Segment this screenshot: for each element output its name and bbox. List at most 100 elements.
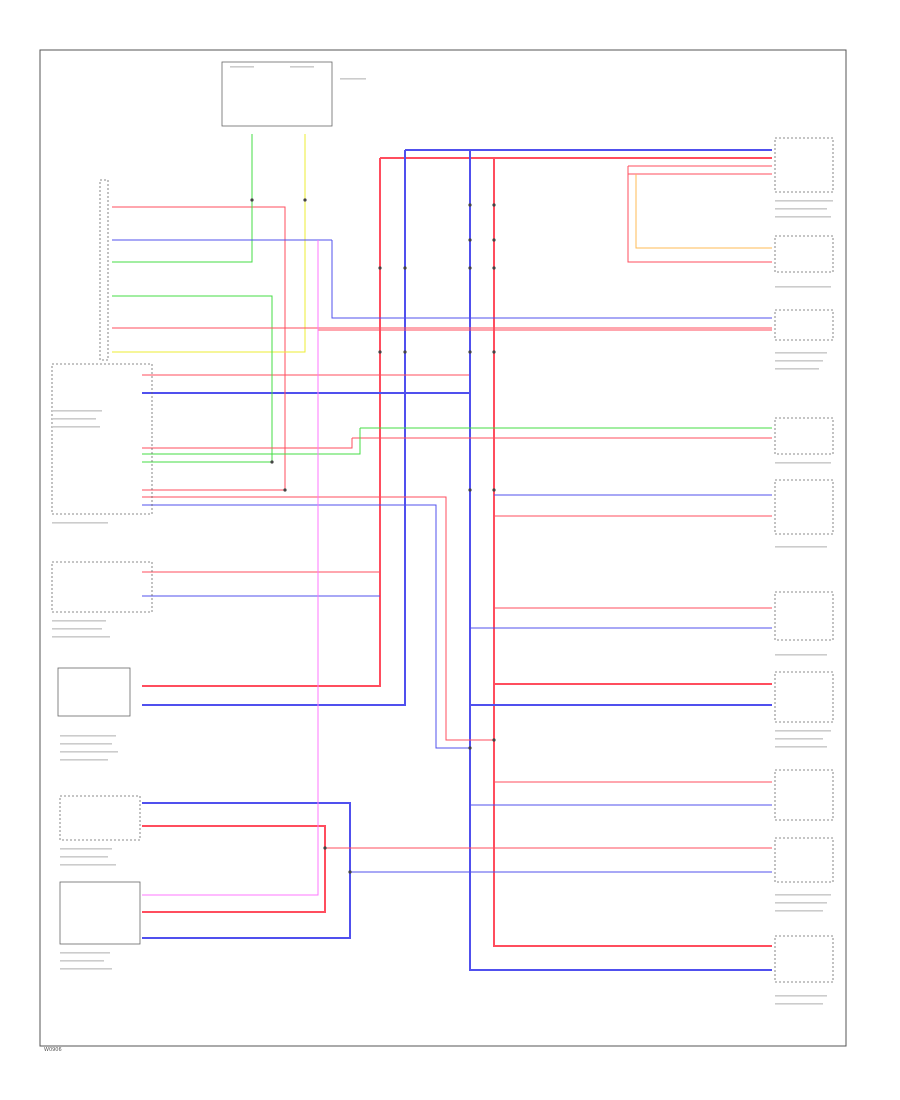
right-connector-7 <box>774 671 834 723</box>
fine-print-line <box>340 78 366 80</box>
junction-dot <box>492 488 496 492</box>
wire-dlc-h <box>317 255 772 331</box>
junction-dot <box>250 198 254 202</box>
fine-print-line <box>52 522 108 524</box>
fine-print-line <box>52 410 102 412</box>
wire-tcm-loop-o <box>635 174 772 249</box>
steering-angle-sensor <box>51 363 153 515</box>
junction-dot <box>270 460 274 464</box>
junction-dot <box>403 266 407 270</box>
right-connector-4 <box>774 417 834 455</box>
right-connector-6 <box>774 591 834 641</box>
fine-print-line <box>60 960 104 962</box>
transmission-control-module <box>59 795 141 841</box>
fine-print-line <box>775 216 831 218</box>
junction-dot <box>303 198 307 202</box>
junction-dot <box>468 488 472 492</box>
junction-dot <box>378 266 382 270</box>
wire-trunk-l <box>469 150 772 971</box>
right-connector-3 <box>774 309 834 341</box>
fine-print-line <box>60 856 108 858</box>
fine-print-line <box>775 286 831 288</box>
wire-green-up <box>112 134 253 263</box>
fine-print-line <box>775 352 827 354</box>
wire-ecm-can-h <box>142 158 381 687</box>
fine-print-line <box>60 864 116 866</box>
fine-print-line <box>60 735 116 737</box>
wire-ecm-can-l <box>142 150 406 706</box>
junction-dot <box>492 203 496 207</box>
junction-dot <box>378 350 382 354</box>
wire-layer <box>112 134 772 971</box>
junction-dot <box>468 746 472 750</box>
top-fuse-block <box>221 61 333 127</box>
wire-tcm-loop <box>627 166 772 263</box>
fine-print-line <box>775 546 827 548</box>
junction-dot <box>492 238 496 242</box>
fine-print-line <box>52 418 96 420</box>
fine-print-line <box>775 730 831 732</box>
fine-print-line <box>290 66 314 68</box>
junction-dot <box>468 350 472 354</box>
abs-actuator-unit <box>51 561 153 613</box>
engine-control-module <box>57 667 131 717</box>
fine-print-line <box>775 208 827 210</box>
wire-sas-red <box>142 496 494 741</box>
wire-dlc-l <box>331 240 772 319</box>
fine-print-line <box>60 968 112 970</box>
air-bag-diagnosis-sensor <box>59 881 141 945</box>
junction-dot <box>283 488 287 492</box>
fine-print-line <box>230 66 254 68</box>
junction-dot <box>492 350 496 354</box>
fine-print-line <box>52 628 102 630</box>
junction-dot <box>492 738 496 742</box>
fine-print-line <box>60 952 110 954</box>
left-connector-strip <box>99 179 109 361</box>
right-connector-8 <box>774 769 834 821</box>
component-layer <box>51 61 834 983</box>
wire-tcm-red <box>142 825 326 913</box>
fine-print-line <box>775 746 827 748</box>
fine-print-line <box>775 368 819 370</box>
fine-print-line <box>775 902 827 904</box>
junction-dot <box>323 846 327 850</box>
junction-dot <box>348 870 352 874</box>
fine-print-line <box>775 1003 823 1005</box>
wire-yellow-up <box>112 134 306 353</box>
fine-print-line <box>775 910 823 912</box>
junction-dot <box>492 266 496 270</box>
fine-print-line <box>52 636 110 638</box>
page-frame <box>39 49 847 1047</box>
right-connector-2 <box>774 235 834 273</box>
fine-print-line <box>775 654 827 656</box>
junction-dot <box>468 203 472 207</box>
junction-dot <box>403 350 407 354</box>
right-connector-9 <box>774 837 834 883</box>
fine-print-line <box>775 738 823 740</box>
fine-print-line <box>52 426 100 428</box>
fine-print-layer <box>52 66 833 1005</box>
wire-green-link <box>142 428 361 455</box>
fine-print-line <box>60 759 108 761</box>
fine-print-line <box>52 620 106 622</box>
wire-left-red-1 <box>112 206 286 491</box>
page-label: W0906 <box>44 1047 62 1053</box>
wire-pink-long <box>142 240 319 896</box>
fine-print-line <box>60 751 118 753</box>
wire-green-mid <box>112 295 273 463</box>
right-connector-10 <box>774 935 834 983</box>
data-link-connector <box>774 479 834 535</box>
fine-print-line <box>775 360 823 362</box>
fine-print-line <box>60 848 112 850</box>
fine-print-line <box>775 894 831 896</box>
fine-print-line <box>60 743 112 745</box>
fine-print-line <box>775 995 827 997</box>
wire-trunk-h <box>493 158 772 947</box>
wire-red-link <box>142 438 353 449</box>
wire-sas-blue <box>142 504 470 749</box>
junction-dot <box>468 238 472 242</box>
wire-tcm-blue <box>142 802 351 939</box>
fine-print-line <box>775 462 831 464</box>
fine-print-line <box>775 200 833 202</box>
